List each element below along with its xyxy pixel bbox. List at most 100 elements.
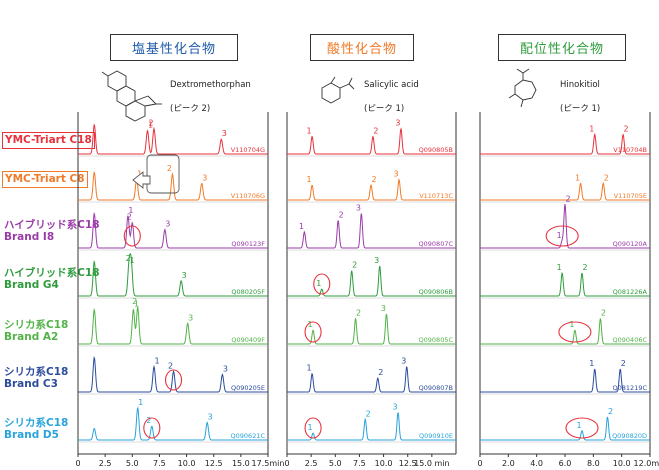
- peak-label-1-6-1: 2: [366, 409, 371, 418]
- panel-2-tick-label-4: 8.0: [587, 459, 600, 468]
- peak-label-2-4-0: 1: [569, 320, 574, 329]
- column-code-1-4: Q090805C: [419, 336, 454, 344]
- row-label-0-line1: YMC-Triart C18: [5, 134, 92, 146]
- column-code-1-1: V110713C: [419, 192, 453, 200]
- chromatogram-trace-1-2: [287, 213, 456, 249]
- peak-label-0-6-1: 1: [138, 398, 143, 407]
- peak-label-0-5-3: 3: [223, 365, 228, 374]
- highlight-circle-1: [164, 369, 183, 391]
- column-code-1-3: Q090806B: [419, 288, 453, 296]
- peak-label-0-0-2: 2: [148, 119, 153, 128]
- panel-1-tick-label-4: 10.0: [375, 459, 393, 468]
- header-acidic-compounds: 酸性化合物: [310, 34, 414, 61]
- column-code-0-3: Q080205F: [231, 288, 265, 296]
- column-code-0-6: Q090621C: [231, 432, 266, 440]
- row-label-2-line2: Brand I8: [4, 231, 55, 243]
- column-code-1-5: Q090807B: [419, 384, 453, 392]
- column-code-1-2: Q090807C: [419, 240, 454, 248]
- peak-label-0-6-2: 2: [146, 416, 151, 425]
- column-code-2-6: Q090820D: [612, 432, 647, 440]
- row-label-6-line1: シリカ系C18: [4, 417, 69, 429]
- peak-label-0-2-3: 3: [165, 220, 170, 229]
- chromatogram-trace-2-2: [480, 203, 650, 249]
- peak-label-0-4-3: 3: [188, 313, 193, 322]
- highlight-circle-3: [313, 273, 331, 295]
- column-code-0-1: V110706G: [231, 192, 265, 200]
- peak-label-2-2-1: 2: [565, 194, 570, 203]
- peak-label-0-4-1: 1: [134, 300, 139, 309]
- peak-label-0-2-1: 1: [128, 206, 133, 215]
- column-code-2-0: V110704B: [613, 146, 647, 154]
- panel-1-tick-label-0: 0: [284, 459, 289, 468]
- peak-label-0-1-3: 3: [202, 173, 207, 182]
- panel-2-tick-label-1: 2.0: [502, 459, 515, 468]
- compound-basic-name: Dextromethorphan: [170, 80, 251, 90]
- peak-label-1-5-1: 2: [378, 368, 383, 377]
- panel-2-tick-label-5: 10.0: [613, 459, 631, 468]
- chromatogram-trace-1-5: [287, 366, 456, 393]
- chromatogram-trace-0-2: [78, 211, 268, 249]
- row-label-2-line1: ハイブリッド系C18: [4, 219, 100, 231]
- compound-basic: Dextromethorphan (ピーク 2): [170, 80, 251, 114]
- peak-label-0-2-2: 2: [127, 213, 132, 222]
- salicylic-acid-structure: [321, 76, 355, 104]
- peak-label-1-6-2: 3: [393, 402, 398, 411]
- peak-label-2-0-1: 2: [624, 125, 629, 134]
- row-label-3-line2: Brand G4: [4, 279, 59, 291]
- row-label-5-line2: Brand C3: [4, 378, 58, 390]
- row-label-4-line2: Brand A2: [4, 331, 59, 343]
- header-chelating-compounds: 配位性化合物: [498, 34, 626, 61]
- panel-2-tick-label-0: 0: [477, 459, 482, 468]
- panel-0-tick-label-7: 17.5min: [252, 459, 285, 468]
- column-code-1-0: Q090805B: [419, 146, 453, 154]
- compound-basic-note: (ピーク 2): [170, 104, 211, 114]
- header-chelating-label: 配位性化合物: [519, 42, 604, 57]
- peak-label-1-0-1: 2: [373, 126, 378, 135]
- peak-label-0-3-1: 1: [129, 256, 134, 265]
- panel-0-tick-label-0: 0: [75, 459, 80, 468]
- peak-label-0-5-2: 2: [168, 361, 173, 370]
- peak-label-2-4-1: 2: [601, 309, 606, 318]
- peak-label-1-5-2: 3: [401, 357, 406, 366]
- peak-label-2-5-1: 2: [621, 359, 626, 368]
- peak-label-1-2-2: 3: [356, 204, 361, 213]
- column-code-2-3: Q081226A: [613, 288, 648, 296]
- peak-label-2-1-0: 1: [575, 173, 580, 182]
- row-label-6: シリカ系C18 Brand D5: [4, 417, 68, 441]
- compound-acidic-name: Salicylic acid: [364, 80, 419, 90]
- peak-label-1-4-0: 1: [308, 320, 313, 329]
- column-code-0-2: Q090123F: [231, 240, 265, 248]
- chromatogram-trace-0-6: [78, 406, 268, 441]
- peak-label-0-5-1: 1: [154, 357, 159, 366]
- column-code-2-1: V110705E: [614, 192, 647, 200]
- chromatogram-trace-1-6: [287, 412, 456, 441]
- chromatogram-trace-2-1: [480, 181, 650, 201]
- row-label-4: シリカ系C18 Brand A2: [4, 319, 68, 343]
- compound-chelating: Hinokitiol (ピーク 1): [560, 80, 600, 114]
- peak-label-0-3-2: 2: [126, 254, 131, 263]
- row-label-0: YMC-Triart C18: [2, 132, 95, 149]
- peak-label-2-2-0: 1: [557, 231, 562, 240]
- peak-label-1-0-2: 3: [395, 119, 400, 128]
- peak-label-2-6-0: 1: [576, 421, 581, 430]
- chromatogram-trace-2-0: [480, 132, 650, 155]
- chromatogram-trace-2-6: [480, 416, 650, 441]
- chromatogram-trace-1-0: [287, 127, 456, 155]
- compound-chelating-name: Hinokitiol: [560, 80, 600, 90]
- row-label-1-line1: YMC-Triart C8: [5, 173, 85, 185]
- row-label-4-line1: シリカ系C18: [4, 319, 69, 331]
- column-code-2-5: Q081219C: [613, 384, 648, 392]
- compound-acidic: Salicylic acid (ピーク 1): [364, 80, 419, 114]
- peak-label-2-6-1: 2: [608, 407, 613, 416]
- panel-0-tick-label-5: 12.5: [205, 459, 223, 468]
- peak-label-1-1-2: 3: [393, 170, 398, 179]
- peak-label-1-3-0: 1: [316, 279, 321, 288]
- peak-label-2-0-0: 1: [589, 125, 594, 134]
- peak-label-2-3-1: 2: [582, 263, 587, 272]
- column-code-1-6: Q090910E: [419, 432, 453, 440]
- peak-label-1-3-1: 2: [352, 261, 357, 270]
- column-code-0-4: Q090409F: [231, 336, 265, 344]
- inset-arrow: [132, 171, 151, 189]
